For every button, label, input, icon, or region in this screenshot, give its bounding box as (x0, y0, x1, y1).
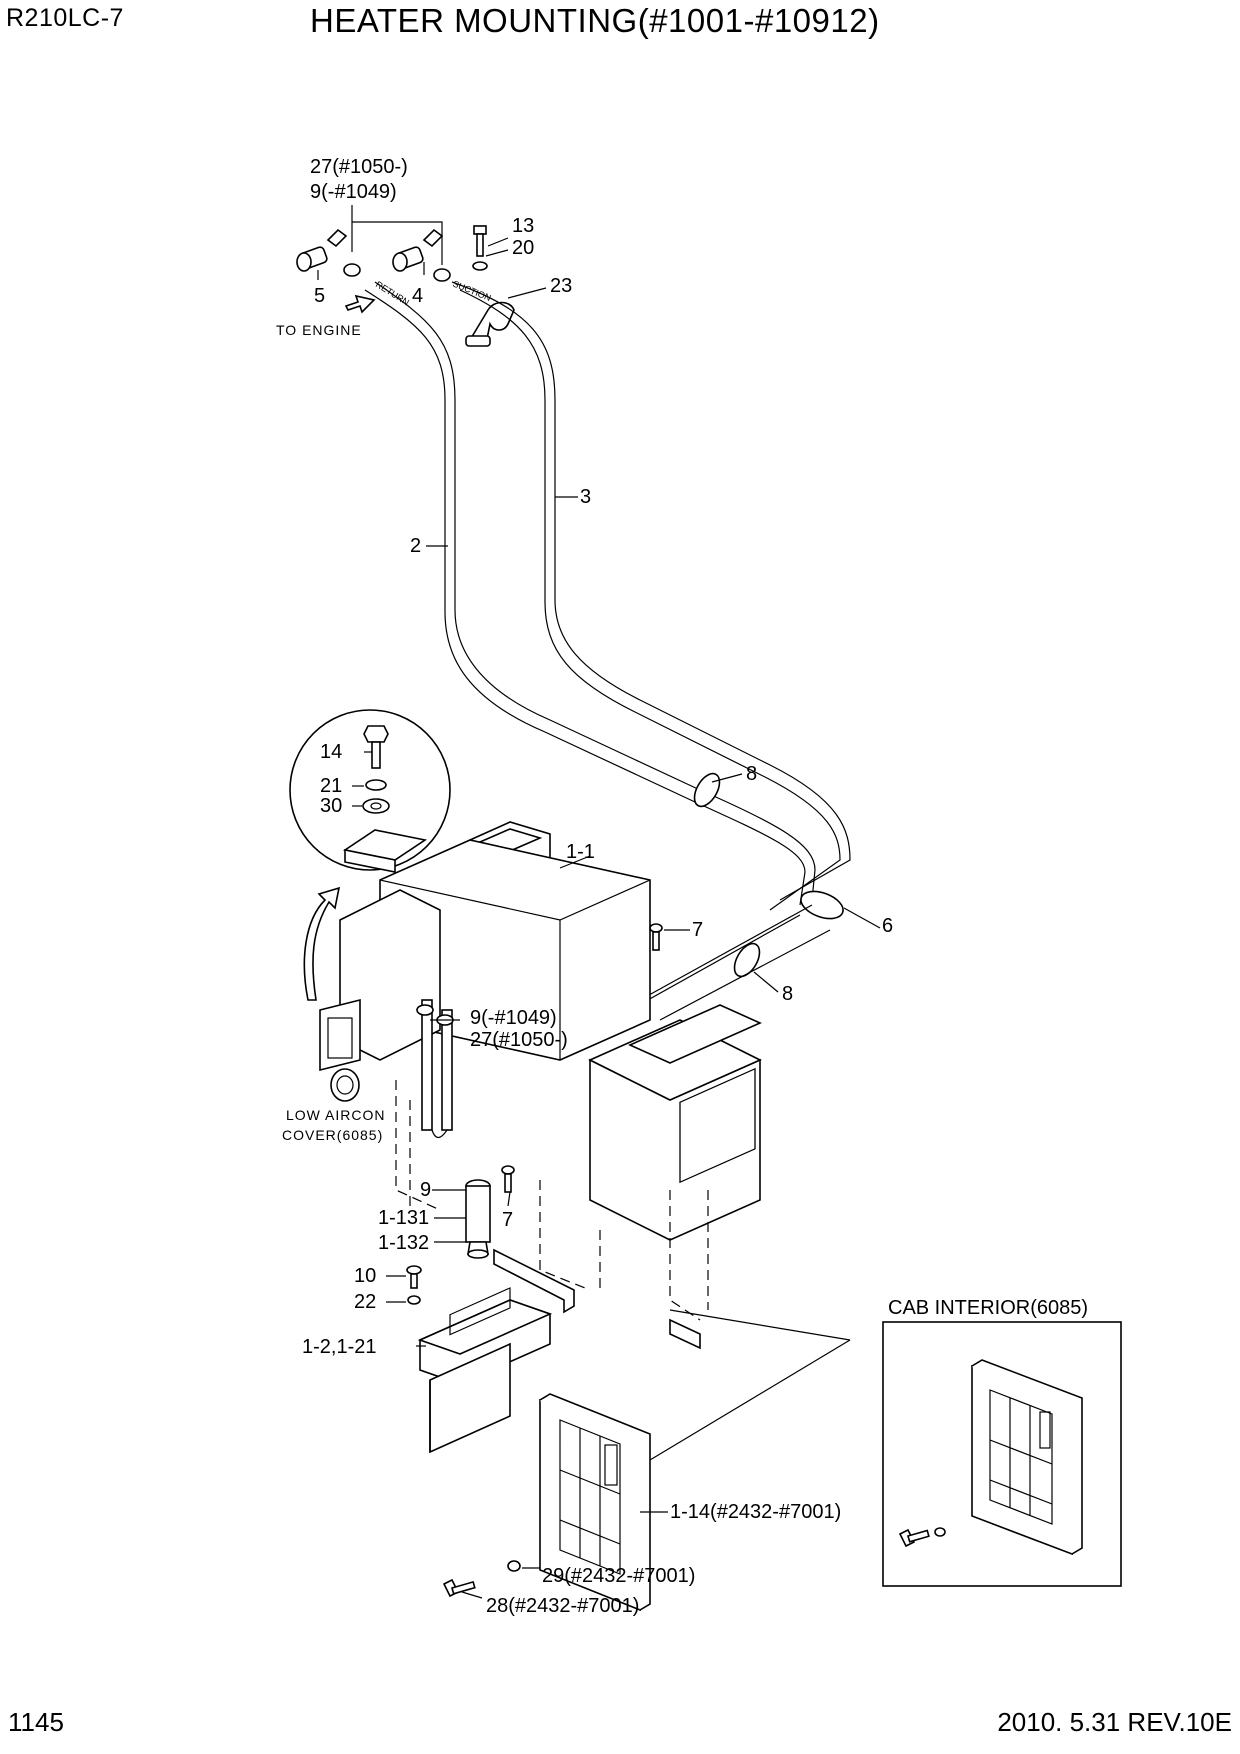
callout-3: 3 (580, 486, 591, 508)
cable-tie-8-icon (693, 772, 721, 808)
callout-7-lower: 7 (502, 1209, 513, 1231)
clamp-23-icon (465, 301, 515, 347)
callout-1-131: 1-131 (378, 1207, 429, 1229)
washer-icon (934, 1527, 946, 1537)
callout-23: 23 (550, 275, 572, 297)
callout-30: 30 (320, 795, 342, 817)
bolt-14-icon (363, 725, 389, 769)
screw-7-icon (501, 1165, 515, 1193)
callout-29: 29(#2432-#7001) (542, 1565, 695, 1587)
callout-20: 20 (512, 237, 534, 259)
model-code: R210LC-7 (6, 4, 124, 32)
mounting-bracket (493, 1248, 575, 1314)
direction-arrow-icon (303, 886, 341, 1001)
top-fittings (296, 205, 515, 347)
control-panel-1-2 (406, 1265, 553, 1454)
callout-8-lower: 8 (782, 983, 793, 1005)
return-hose-label: RETURN (374, 279, 411, 307)
cab-interior-label: CAB INTERIOR(6085) (888, 1297, 1088, 1319)
washer-22-icon (407, 1295, 421, 1305)
to-engine-label: TO ENGINE (276, 322, 362, 338)
washer-20-icon (472, 261, 488, 271)
callout-28: 28(#2432-#7001) (486, 1595, 639, 1617)
wing-bolt-icon (898, 1528, 930, 1548)
wing-bolt-28-icon (442, 1578, 476, 1598)
callout-14: 14 (320, 741, 342, 763)
heater-unit-1-1 (319, 821, 762, 1321)
detail-circle (289, 709, 451, 1001)
fitting-4-icon (392, 228, 444, 272)
grille-1-14 (442, 1309, 851, 1612)
callout-10: 10 (354, 1265, 376, 1287)
callout-9: 9 (420, 1179, 431, 1201)
grommet-6-icon (800, 890, 844, 920)
hose-clamp-icon (343, 263, 361, 277)
callout-8-upper: 8 (746, 763, 757, 785)
hose-clamp-icon (433, 268, 451, 282)
callout-1-2-1-21: 1-2,1-21 (302, 1336, 377, 1358)
callout-1-14: 1-14(#2432-#7001) (670, 1501, 841, 1523)
washer-29-icon (507, 1560, 521, 1572)
page-number: 1145 (8, 1707, 64, 1737)
callout-5: 5 (314, 285, 325, 307)
hose-clamp-icon (416, 1004, 434, 1016)
bolt-10-icon (406, 1265, 422, 1289)
callout-9-mid: 9(-#1049) (470, 1007, 557, 1029)
callout-13: 13 (512, 215, 534, 237)
heater-hoses (364, 281, 851, 1021)
low-aircon-label-1: LOW AIRCON (286, 1107, 385, 1123)
washer-21-icon (365, 779, 387, 791)
callout-27-top: 27(#1050-) (310, 156, 408, 178)
to-engine-arrow-icon (344, 294, 376, 314)
callout-27-mid: 27(#1050-) (470, 1029, 568, 1051)
callout-1-132: 1-132 (378, 1232, 429, 1254)
cable-tie-8-icon (733, 942, 761, 978)
callout-2: 2 (410, 535, 421, 557)
callout-22: 22 (354, 1291, 376, 1313)
mounting-bracket (669, 1318, 701, 1350)
screw-7-icon (649, 923, 663, 951)
washer-30-icon (362, 798, 390, 814)
callout-4: 4 (412, 285, 423, 307)
callout-9-top: 9(-#1049) (310, 181, 397, 203)
cab-interior-inset (882, 1321, 1122, 1587)
fitting-5-icon (296, 228, 348, 272)
callout-labels: 27(#1050-) 9(-#1049) 13 20 23 5 4 TO ENG… (276, 156, 1088, 1617)
callout-6: 6 (882, 915, 893, 937)
revision-date: 2010. 5.31 REV.10E (997, 1707, 1232, 1737)
low-aircon-label-2: COVER(6085) (282, 1127, 383, 1143)
callout-1-1: 1-1 (566, 841, 595, 863)
page-title: HEATER MOUNTING(#1001-#10912) (310, 2, 880, 39)
callout-7-upper: 7 (692, 919, 703, 941)
suction-hose-label: SUCTION (451, 279, 492, 303)
leader-lines (317, 237, 881, 1599)
callout-21: 21 (320, 775, 342, 797)
tube-1-132 (465, 1179, 491, 1259)
bolt-13-icon (473, 225, 487, 257)
